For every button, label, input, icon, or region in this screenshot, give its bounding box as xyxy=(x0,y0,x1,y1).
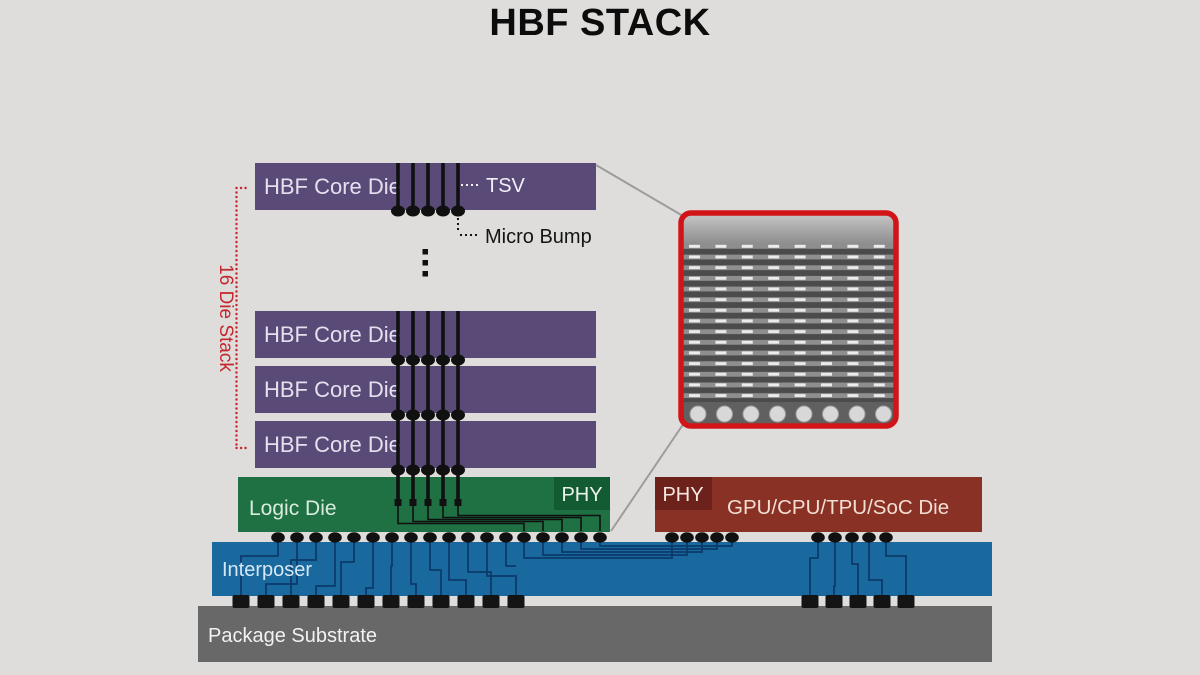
die-stack-bracket: 16 Die Stack xyxy=(215,186,251,450)
micro-bump-label: Micro Bump xyxy=(485,226,592,248)
hbf-core-die-label: HBF Core Die xyxy=(264,174,401,199)
hbf-core-die-label: HBF Core Die xyxy=(264,377,401,402)
c4-bump-row xyxy=(232,595,915,608)
die-stack-label: 16 Die Stack xyxy=(215,264,236,372)
hbf-core-die-3: HBF Core Die xyxy=(255,366,596,413)
hbf-core-die-label: HBF Core Die xyxy=(264,322,401,347)
inset-border xyxy=(678,210,899,429)
hbf-core-die-2: HBF Core Die xyxy=(255,311,596,358)
soc-die-phy xyxy=(655,477,712,510)
inset-callout-line-top xyxy=(595,164,684,217)
inset-top-die xyxy=(681,213,896,244)
inset-solder-balls xyxy=(689,405,892,423)
interposer xyxy=(212,542,992,596)
inset-callout-lines xyxy=(595,164,685,532)
tsv-micro-bumps xyxy=(391,205,465,506)
inset-callout-line-bottom xyxy=(610,422,685,532)
package-substrate: Package Substrate xyxy=(198,606,992,662)
logic-phy-label: PHY xyxy=(561,484,602,506)
package-substrate-label: Package Substrate xyxy=(208,625,377,647)
inset-photo xyxy=(678,210,899,429)
diagram-title: HBF STACK xyxy=(489,2,711,44)
hbf-core-die-1: HBF Core Die xyxy=(255,163,596,210)
inset-die-layers xyxy=(681,244,896,404)
logic-die-phy xyxy=(554,477,610,510)
phy-link-traces xyxy=(523,540,733,559)
stack-ellipsis xyxy=(422,249,428,277)
tsv-label: TSV xyxy=(486,175,526,197)
micro-bump-annotation: Micro Bump xyxy=(457,218,592,248)
hbf-core-die-4: HBF Core Die xyxy=(255,421,596,468)
tsv-annotation: TSV xyxy=(461,175,526,197)
soc-phy-label: PHY xyxy=(662,484,703,506)
hbf-core-die-label: HBF Core Die xyxy=(264,432,401,457)
micro-bump-row-logic xyxy=(271,532,607,543)
micro-bump-callout-line xyxy=(457,218,479,236)
inset-photo-content xyxy=(681,213,896,426)
soc-die: PHY GPU/CPU/TPU/SoC Die xyxy=(655,477,982,532)
logic-die-label: Logic Die xyxy=(249,497,337,520)
interposer-traces xyxy=(240,540,907,596)
logic-die-routing xyxy=(397,506,601,531)
soc-die-label: GPU/CPU/TPU/SoC Die xyxy=(727,496,949,519)
micro-bump-row-soc xyxy=(665,532,893,543)
interposer-label: Interposer xyxy=(222,559,312,581)
